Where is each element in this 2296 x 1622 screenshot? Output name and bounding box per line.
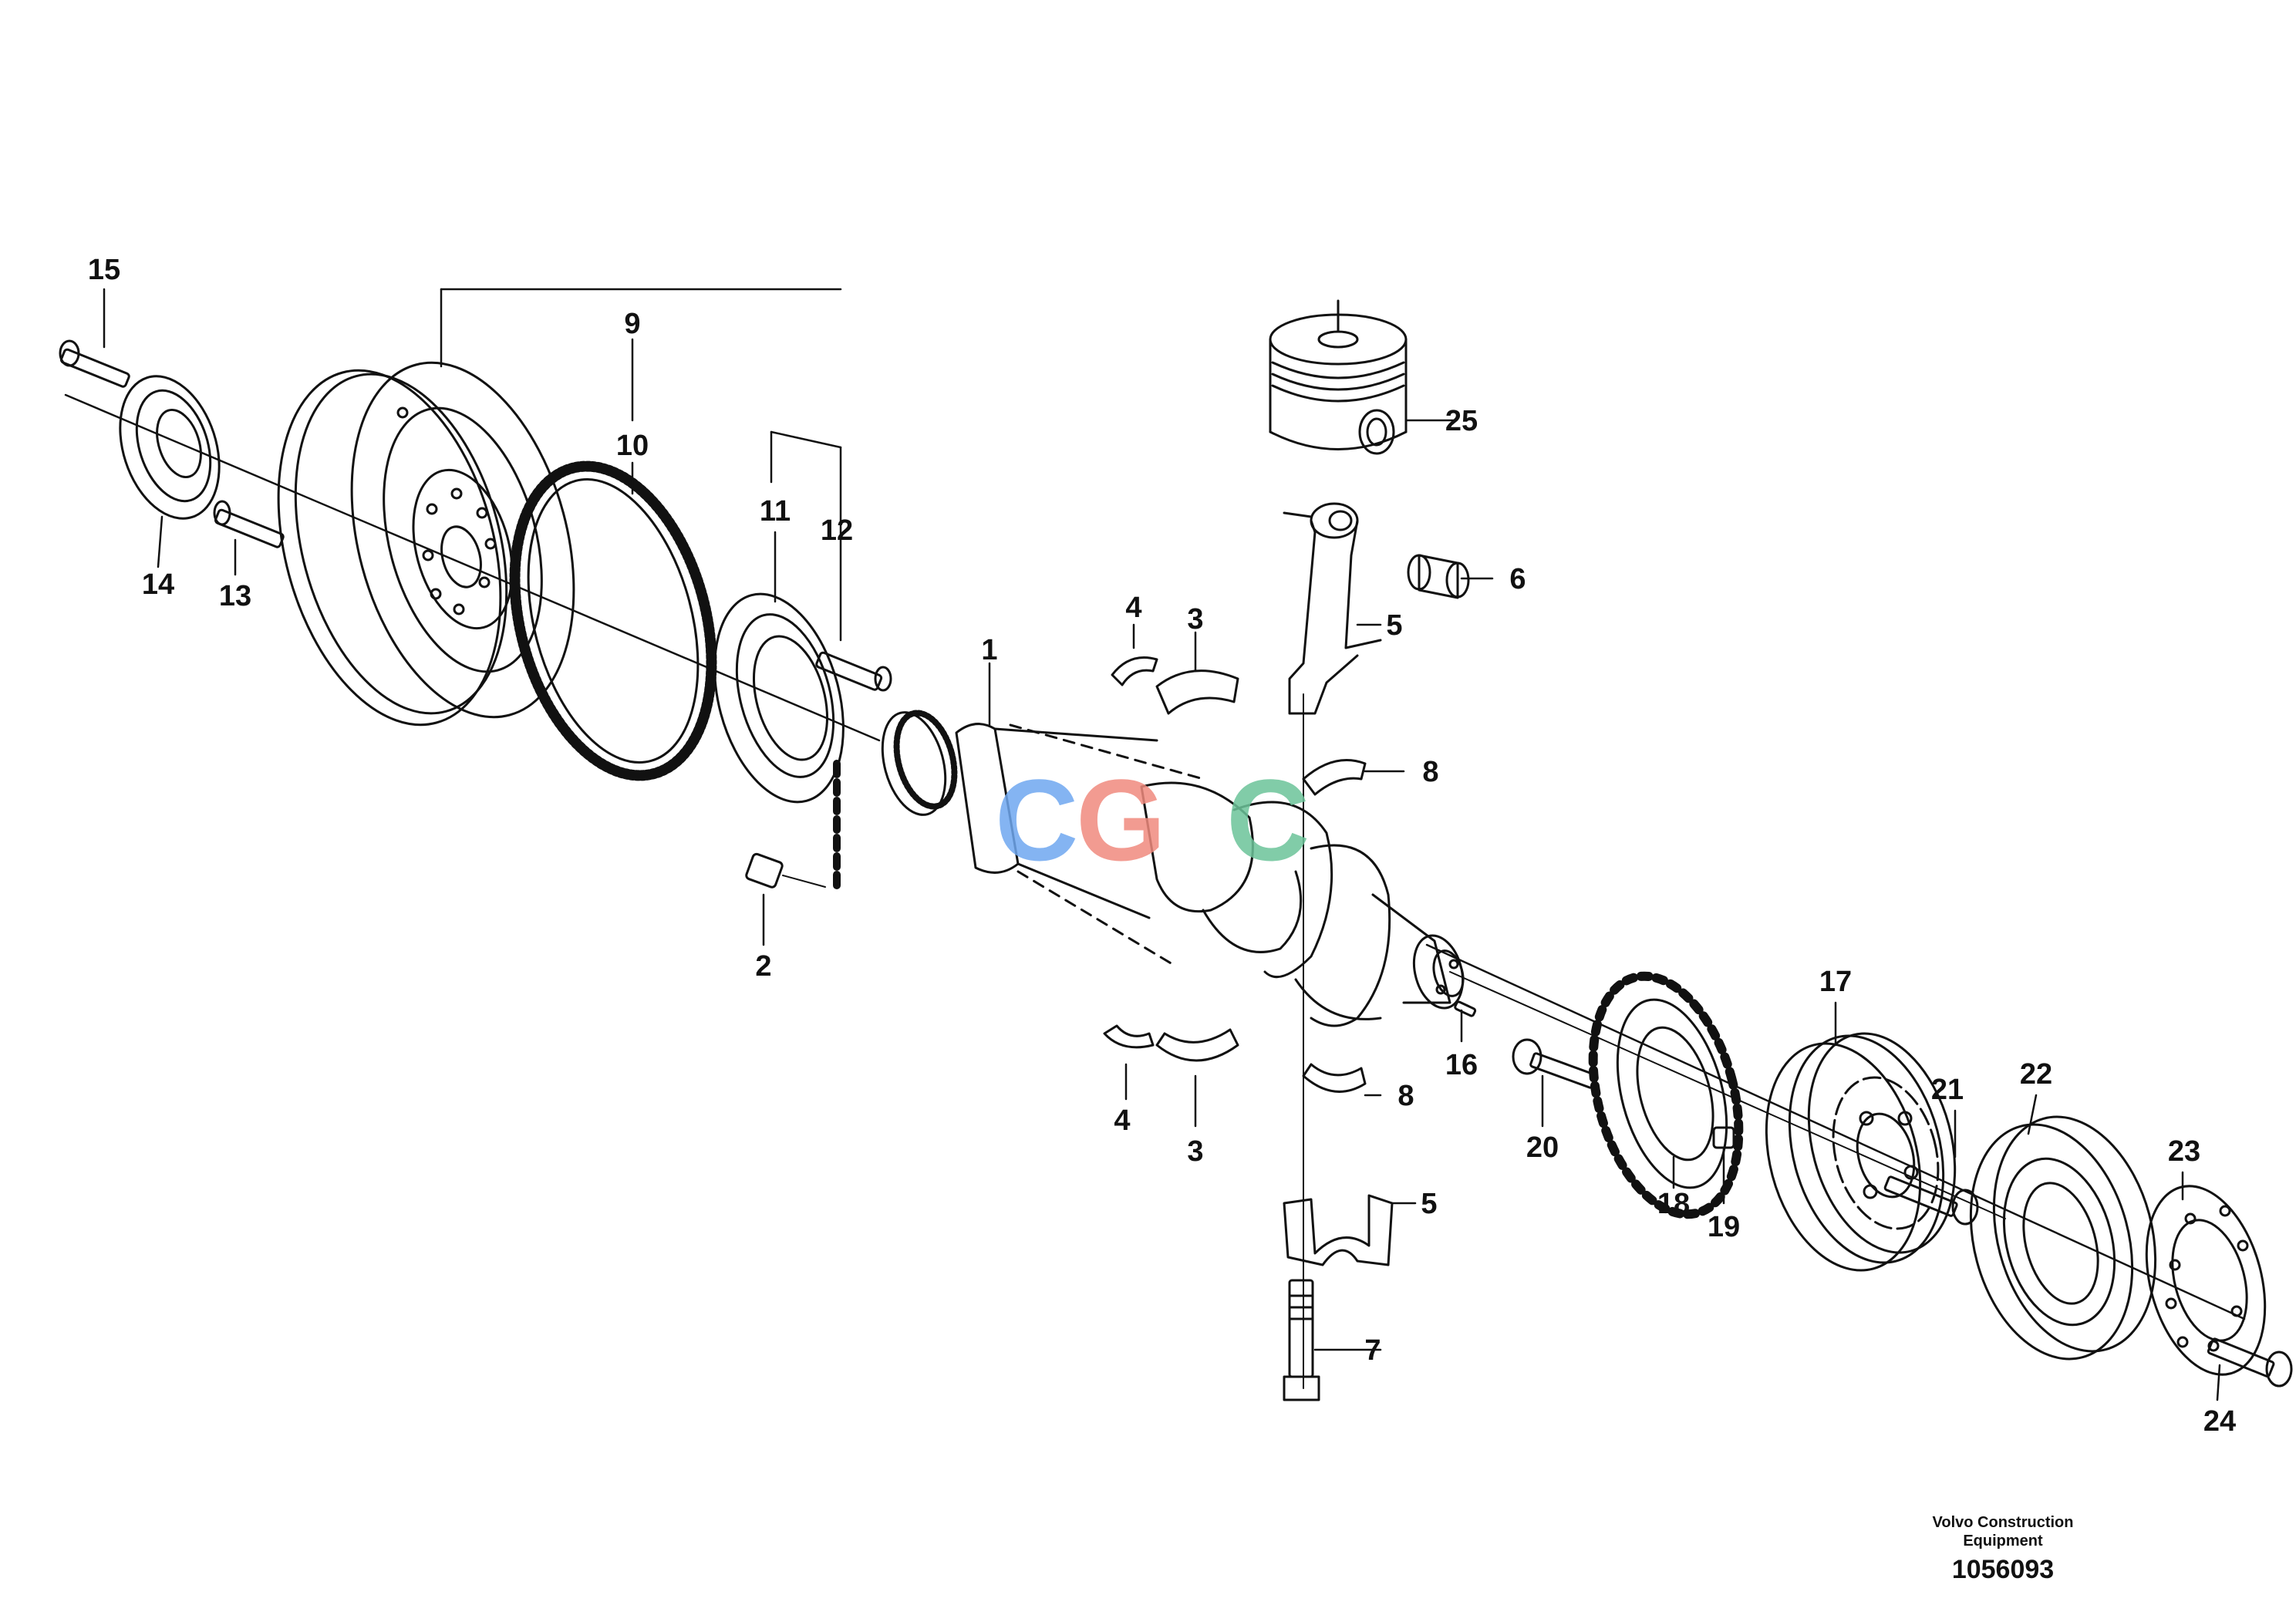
pin-19 — [1712, 1126, 1735, 1149]
callout-18: 18 — [1657, 1188, 1690, 1220]
callout-17: 17 — [1819, 966, 1852, 998]
publisher-line-2: Equipment — [1963, 1533, 2043, 1549]
rod-bearing-8-lower — [1302, 1063, 1367, 1093]
callout-10: 10 — [616, 430, 649, 462]
callout-25: 25 — [1445, 405, 1478, 437]
callout-11: 11 — [760, 495, 791, 528]
callout-13: 13 — [219, 580, 251, 612]
crank-pulley-17 — [1765, 1032, 1957, 1272]
flywheel-bolt-15 — [59, 339, 130, 388]
callout-5-rod: 5 — [1386, 609, 1402, 642]
seal-carrier-11 — [713, 592, 845, 804]
callout-23: 23 — [2168, 1135, 2200, 1168]
callout-8-lower: 8 — [1397, 1080, 1414, 1112]
watermark-letter-2: G — [1076, 755, 1166, 885]
rod-cap-5 — [1283, 1194, 1394, 1266]
leader-lines — [103, 288, 2221, 1401]
main-bearing-3-lower — [1155, 1028, 1239, 1062]
callout-19: 19 — [1708, 1211, 1740, 1243]
thrust-washer-4-lower — [1103, 1024, 1155, 1049]
callout-3-upper: 3 — [1187, 603, 1203, 636]
publisher-block: Volvo Construction Equipment 1056093 — [1910, 1513, 2095, 1585]
piston-25 — [1269, 299, 1408, 455]
thrust-washer-4-upper — [1111, 656, 1158, 686]
main-bearing-3-upper — [1155, 669, 1239, 715]
callout-20: 20 — [1526, 1131, 1559, 1164]
vibration-damper-22 — [1969, 1115, 2157, 1361]
callout-14: 14 — [142, 568, 174, 601]
callout-9: 9 — [624, 308, 640, 340]
gear-bolt-20 — [1512, 1038, 1597, 1089]
small-end-bush-6 — [1407, 554, 1470, 599]
watermark-letter-1: C — [995, 755, 1078, 885]
watermark: C G C — [995, 755, 1310, 885]
callout-15: 15 — [88, 254, 120, 286]
damper-bolt-24 — [2207, 1337, 2293, 1388]
dowel-pin-2 — [745, 760, 841, 895]
callout-21: 21 — [1931, 1074, 1964, 1106]
connecting-rod-5 — [1283, 502, 1382, 715]
publisher-line-1: Volvo Construction — [1932, 1514, 2074, 1531]
flywheel-9 — [277, 361, 575, 727]
callout-1: 1 — [981, 634, 997, 666]
callout-7: 7 — [1364, 1334, 1381, 1367]
callout-8-upper: 8 — [1422, 756, 1438, 788]
callout-4-upper: 4 — [1125, 592, 1141, 624]
rod-bolt-7 — [1283, 1279, 1320, 1401]
ring-gear-10 — [509, 460, 717, 781]
washer-plate-23 — [2145, 1185, 2267, 1376]
crankshaft-1 — [881, 710, 1465, 1027]
callout-22: 22 — [2020, 1058, 2052, 1091]
rod-bearing-8-upper — [1302, 759, 1367, 796]
callout-4-lower: 4 — [1114, 1104, 1130, 1137]
timing-gear-18 — [1588, 971, 1744, 1219]
callout-12: 12 — [821, 514, 853, 547]
key-16 — [1454, 1000, 1477, 1017]
pulley-bolt-21 — [1883, 1175, 1979, 1226]
rear-seal-14 — [119, 375, 221, 520]
callout-3-lower: 3 — [1187, 1135, 1203, 1168]
carrier-bolt-12 — [815, 651, 892, 692]
watermark-letter-4: C — [1226, 755, 1310, 885]
flywheel-bolt-13 — [213, 500, 285, 548]
callout-2: 2 — [755, 950, 771, 983]
callout-6: 6 — [1509, 563, 1526, 595]
callout-5-cap: 5 — [1421, 1188, 1437, 1220]
callout-labels: 1 2 3 3 4 4 5 5 6 7 8 8 9 10 11 12 13 14… — [88, 254, 2236, 1438]
illustration-number: 1056093 — [1951, 1555, 2055, 1584]
callout-16: 16 — [1445, 1049, 1478, 1081]
callout-24: 24 — [2203, 1405, 2236, 1438]
